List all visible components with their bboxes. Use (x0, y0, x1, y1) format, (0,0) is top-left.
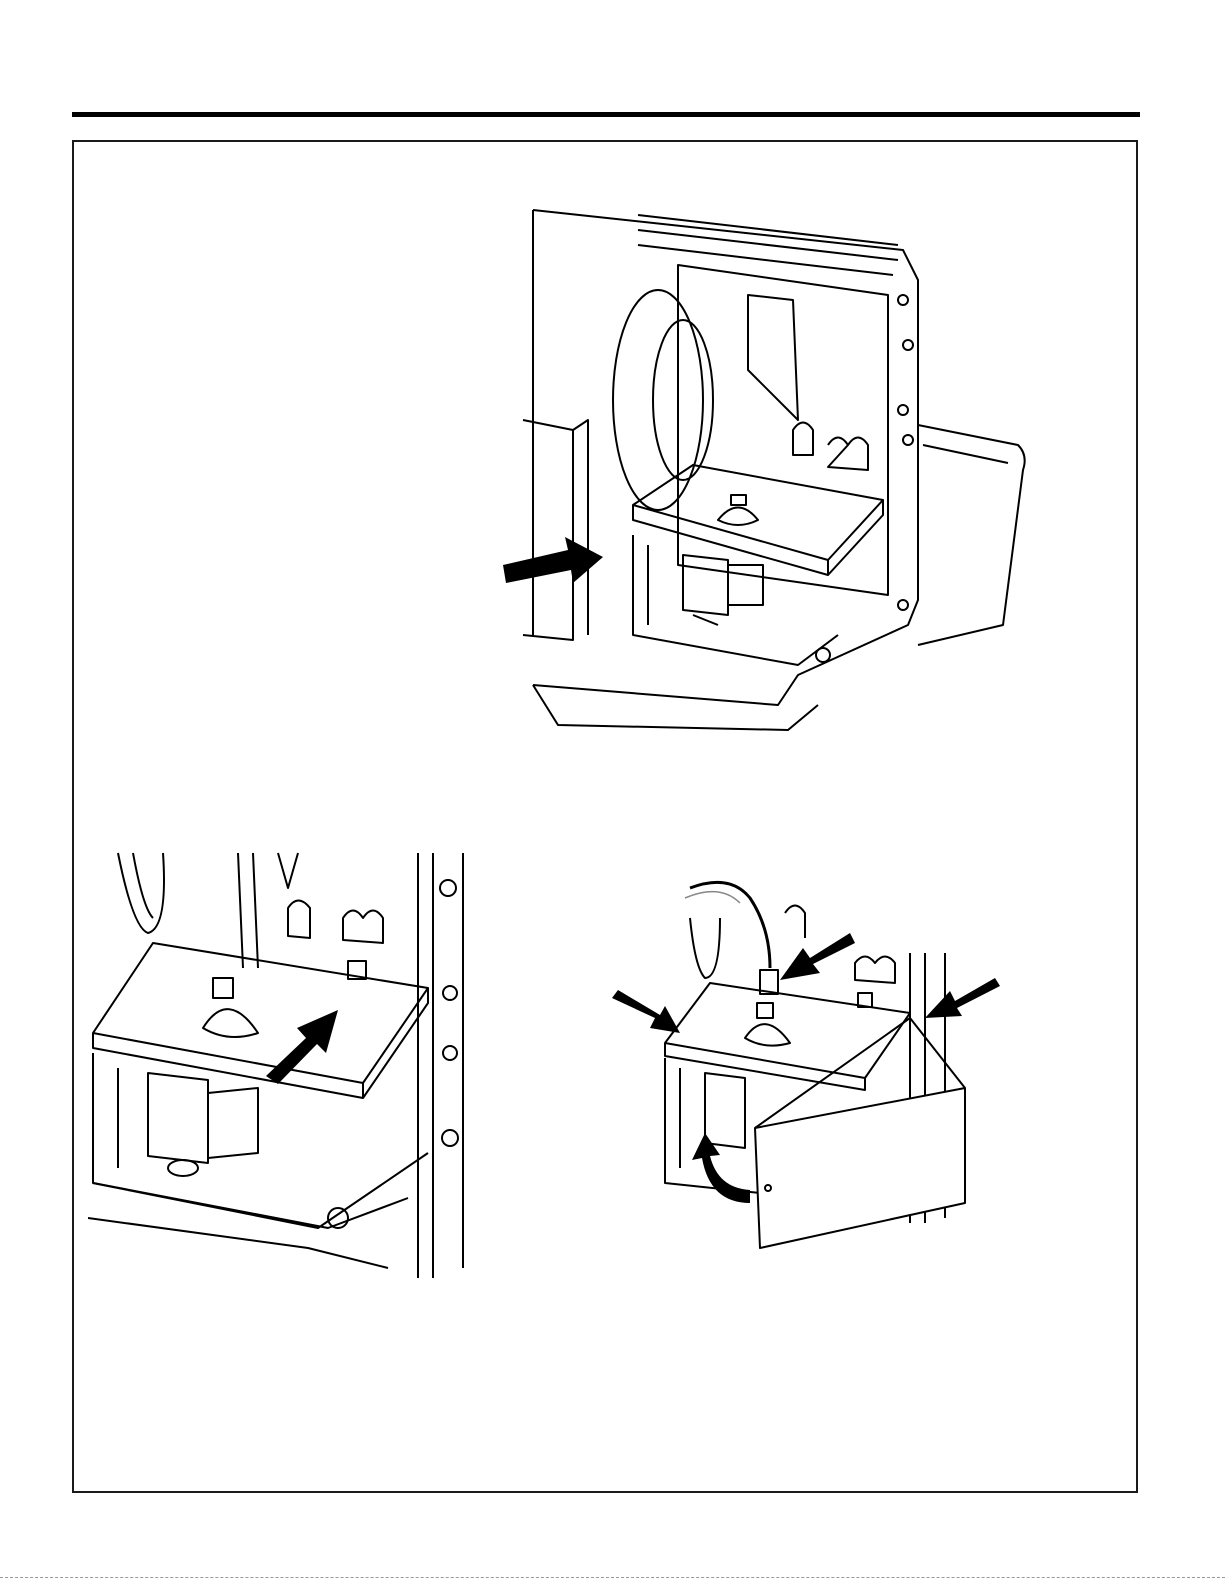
header-rule (72, 112, 1140, 117)
cover-wire-harness-illustration (610, 858, 1005, 1253)
arrow-icon (925, 978, 1000, 1018)
arrow-icon (266, 1010, 338, 1084)
figure-top (498, 205, 1038, 735)
arrow-icon (780, 933, 855, 980)
footer-dashed-rule (0, 1577, 1225, 1578)
figure-bottom-right (610, 858, 1005, 1253)
icemaker-compartment-illustration (498, 205, 1038, 735)
arrow-icon (612, 990, 680, 1033)
mounting-plate-slide-illustration (88, 848, 483, 1283)
figure-bottom-left (88, 848, 483, 1283)
curved-arrow-icon (692, 1133, 750, 1203)
